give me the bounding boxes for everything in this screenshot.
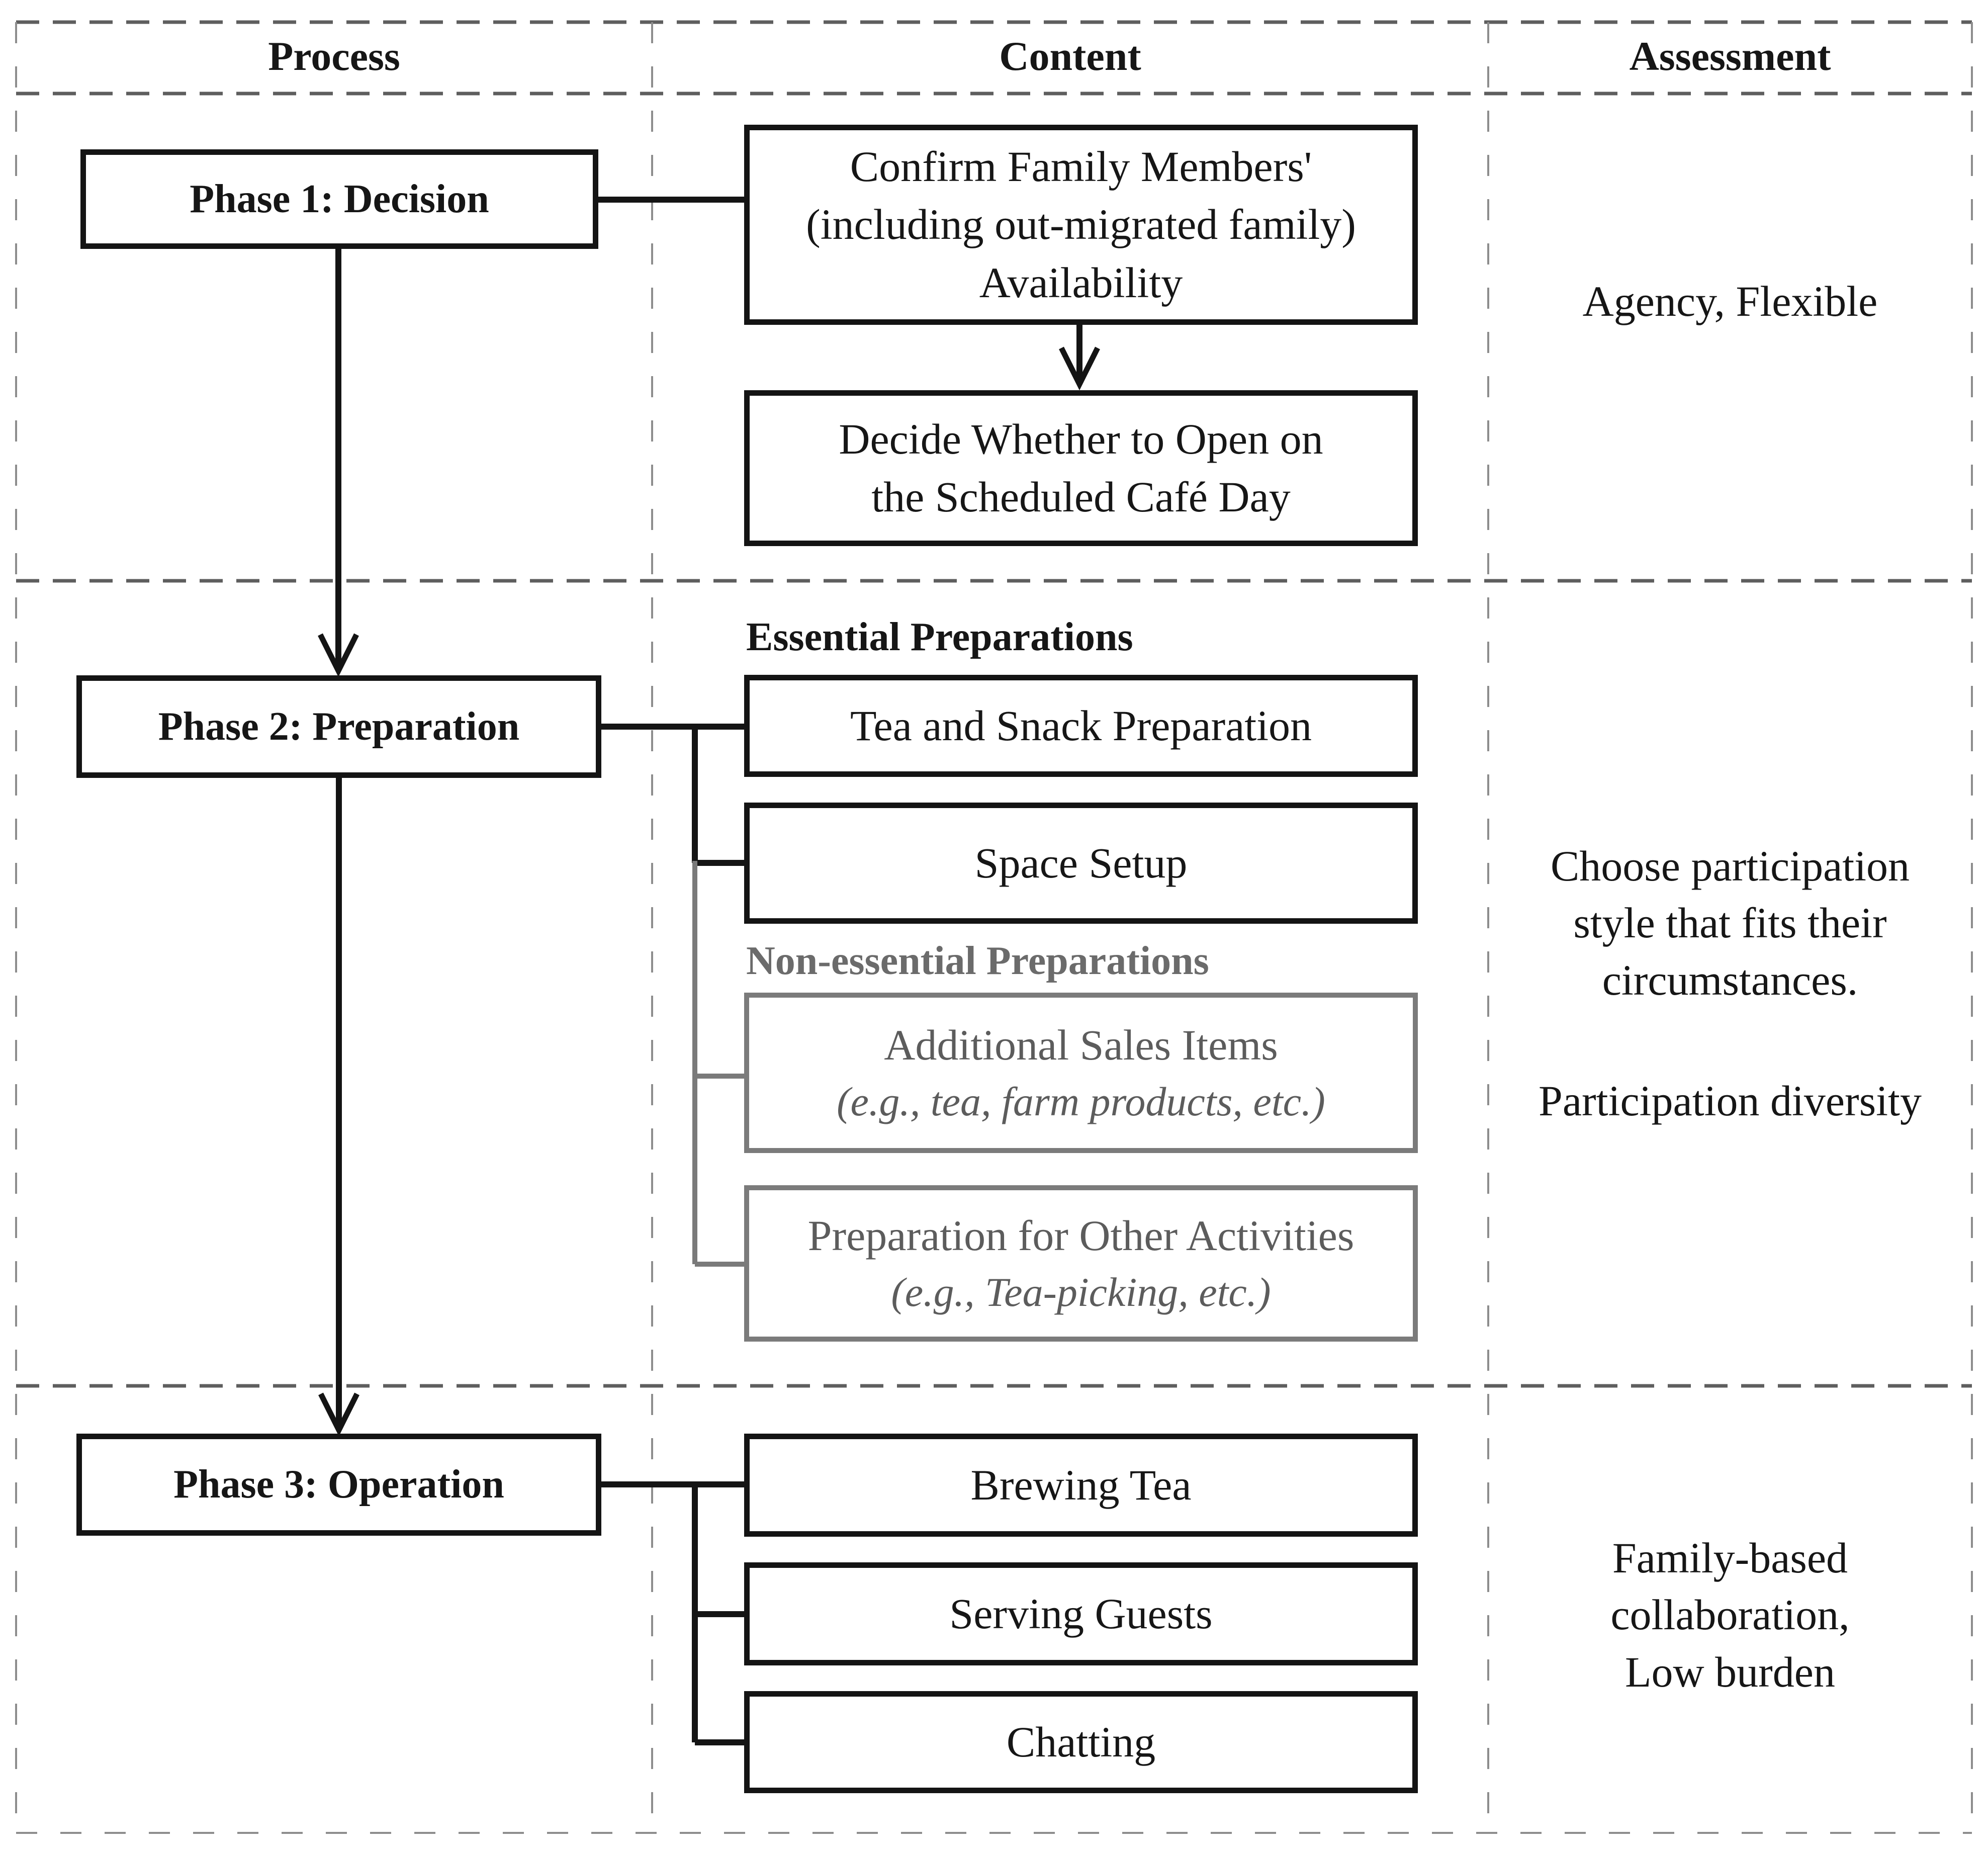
additional-sales-items-note: (e.g., tea, farm products, etc.) xyxy=(837,1079,1325,1125)
phase1-box: Phase 1: Decision xyxy=(80,149,598,249)
tea-snack-preparation-box: Tea and Snack Preparation xyxy=(744,675,1418,777)
confirm-availability-box: Confirm Family Members' (including out-m… xyxy=(744,125,1418,325)
assessment-phase2-secondary-text: Participation diversity xyxy=(1539,1077,1922,1125)
additional-sales-items-box: Additional Sales Items (e.g., tea, farm … xyxy=(744,993,1418,1153)
preparation-other-activities-title: Preparation for Other Activities xyxy=(807,1211,1354,1260)
column-header-process: Process xyxy=(268,33,400,79)
decide-open-box: Decide Whether to Open on the Scheduled … xyxy=(744,390,1418,546)
chatting-box: Chatting xyxy=(744,1691,1418,1793)
space-setup-box: Space Setup xyxy=(744,803,1418,924)
column-header-content: Content xyxy=(999,33,1141,79)
assessment-phase3-text: Family-based collaboration, Low burden xyxy=(1610,1533,1850,1696)
arrow-phase2-to-phase3-head-icon xyxy=(318,1392,359,1437)
preparation-other-activities-note: (e.g., Tea-picking, etc.) xyxy=(891,1269,1271,1315)
serving-guests-box: Serving Guests xyxy=(744,1562,1418,1665)
phase2-box: Phase 2: Preparation xyxy=(76,675,601,778)
essential-preparations-label: Essential Preparations xyxy=(746,614,1133,659)
assessment-phase2-main-text: Choose participation style that fits the… xyxy=(1550,841,1910,1004)
nonessential-preparations-label: Non-essential Preparations xyxy=(746,938,1209,983)
additional-sales-items-title: Additional Sales Items xyxy=(884,1020,1278,1069)
phase3-box: Phase 3: Operation xyxy=(76,1434,601,1536)
brewing-tea-box: Brewing Tea xyxy=(744,1434,1418,1537)
column-header-assessment: Assessment xyxy=(1629,33,1831,79)
preparation-other-activities-box: Preparation for Other Activities (e.g., … xyxy=(744,1185,1418,1342)
arrow-confirm-to-decide-head-icon xyxy=(1059,346,1100,391)
assessment-phase1-text: Agency, Flexible xyxy=(1582,277,1878,326)
arrow-phase1-to-phase2-head-icon xyxy=(318,633,359,677)
